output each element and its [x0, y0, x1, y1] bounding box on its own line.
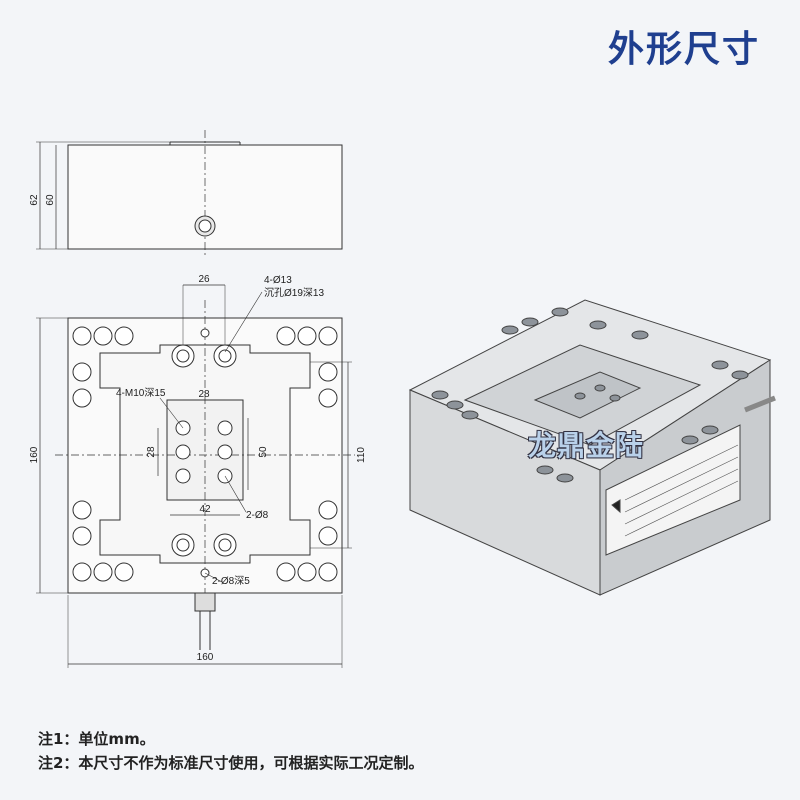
- brand-watermark: 龙鼎金陆: [528, 429, 645, 462]
- dim-4-13: 4-Ø13: [264, 275, 292, 286]
- counterbore-holes: [171, 328, 237, 578]
- dim-60: 60: [45, 194, 56, 206]
- dim-110: 110: [356, 447, 367, 463]
- dim-28-left: 28: [146, 446, 157, 458]
- dim-2-8-deep: 2-Ø8深5: [212, 575, 250, 587]
- dim-2-8: 2-Ø8: [246, 510, 269, 521]
- dim-counterbore: 沉孔Ø19深13: [264, 286, 324, 299]
- dim-160-h: 160: [29, 446, 40, 463]
- dim-m10: 4-M10深15: [116, 387, 166, 399]
- product-3d-view: [408, 299, 776, 596]
- top-view: [36, 284, 355, 668]
- note-unit: 注1：单位mm。: [38, 730, 155, 748]
- dim-160-w: 160: [197, 652, 214, 663]
- plate-holes: [175, 420, 233, 484]
- dim-28-top: 28: [198, 389, 210, 400]
- dim-62: 62: [29, 194, 40, 206]
- dim-42: 42: [199, 504, 211, 515]
- side-view: [36, 130, 343, 255]
- corner-holes: [72, 326, 338, 582]
- dim-26: 26: [198, 274, 210, 285]
- dim-50: 50: [258, 446, 269, 458]
- note-disclaimer: 注2：本尺寸不作为标准尺寸使用，可根据实际工况定制。: [38, 754, 424, 772]
- page-title: 外形尺寸: [607, 29, 760, 70]
